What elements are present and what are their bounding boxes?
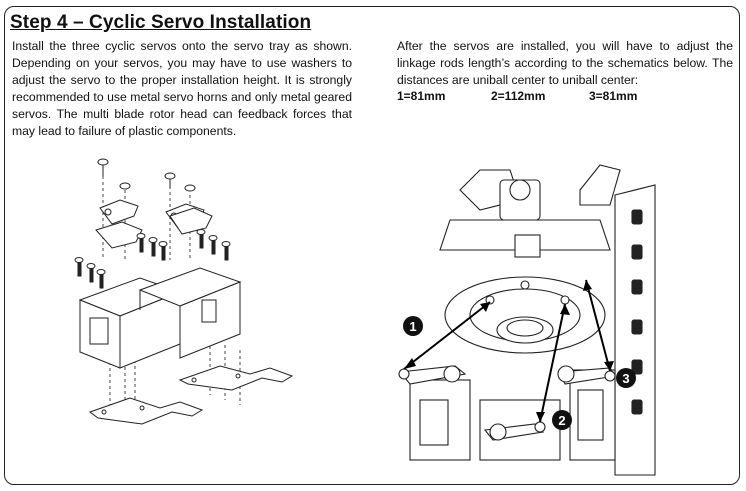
distance-1: 1=81mm bbox=[397, 89, 446, 103]
instruction-frame bbox=[4, 6, 740, 485]
linkage-instructions: After the servos are installed, you will… bbox=[397, 39, 733, 87]
callout-2: 2 bbox=[552, 410, 572, 430]
installation-instructions: Install the three cyclic servos onto the… bbox=[12, 39, 352, 138]
page-title: Step 4 – Cyclic Servo Installation bbox=[10, 12, 312, 33]
callout-1: 1 bbox=[403, 316, 423, 336]
swashplate-linkage-diagram: 1 2 3 bbox=[390, 150, 662, 480]
exploded-servo-diagram bbox=[70, 150, 300, 450]
distance-3: 3=81mm bbox=[589, 89, 638, 103]
distance-2: 2=112mm bbox=[491, 89, 546, 103]
callout-3: 3 bbox=[616, 368, 636, 388]
callout-3-label: 3 bbox=[622, 371, 629, 386]
callout-1-label: 1 bbox=[409, 319, 416, 334]
swashplate-linkage-svg: 1 2 3 bbox=[398, 164, 656, 476]
exploded-servo-svg bbox=[74, 158, 294, 425]
callout-2-label: 2 bbox=[558, 413, 565, 428]
